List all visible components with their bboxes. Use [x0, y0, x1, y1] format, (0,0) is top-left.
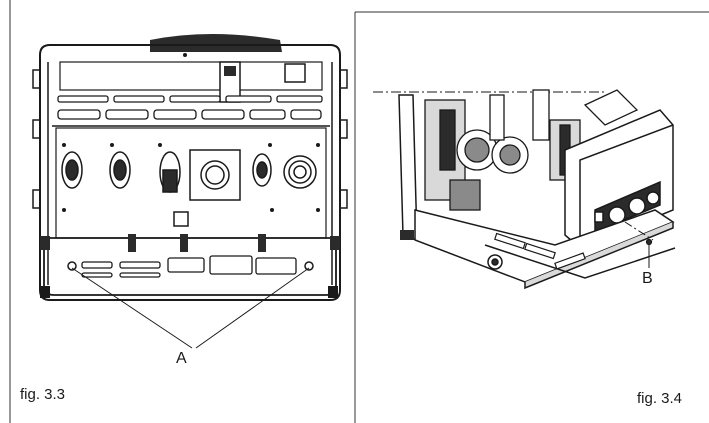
- isometric-tray: [414, 209, 676, 290]
- figure-3-4-caption: fig. 3.4: [637, 390, 683, 407]
- callout-a-label: A: [176, 350, 187, 367]
- chassis-outline: [39, 44, 341, 301]
- callout-a-leaders: [71, 267, 310, 349]
- screw-b: [645, 238, 653, 246]
- tray-slots: [81, 255, 297, 278]
- boiler-isometric-drawing: [373, 89, 676, 290]
- callout-b-label: B: [642, 270, 653, 287]
- figure-3-3-caption: fig. 3.3: [20, 386, 66, 403]
- vent-slots: [57, 95, 323, 120]
- pipe-fittings: [61, 149, 317, 227]
- figure-3-4-panel: B fig. 3.4: [355, 0, 709, 423]
- boiler-front-drawing: [32, 34, 348, 349]
- internal-components: [424, 89, 639, 211]
- figure-3-3-panel: A fig. 3.3: [0, 0, 354, 423]
- fan-housing: [150, 34, 282, 52]
